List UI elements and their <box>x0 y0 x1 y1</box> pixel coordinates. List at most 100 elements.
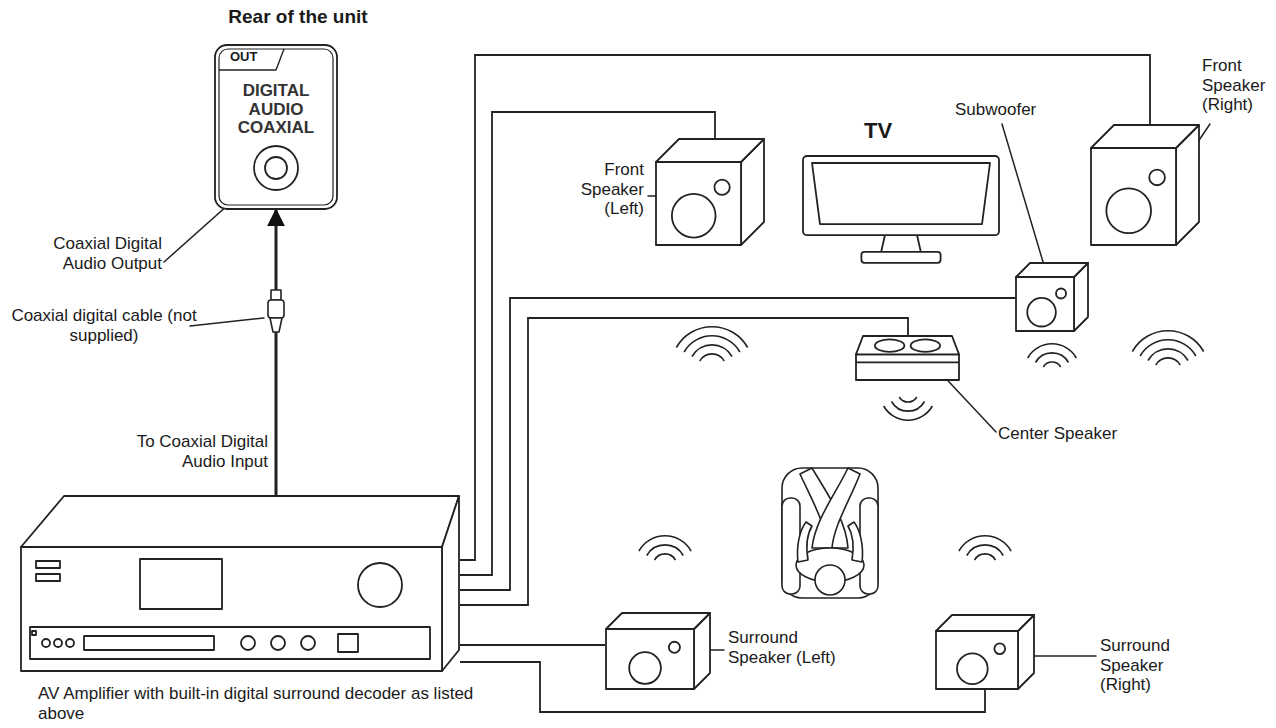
button <box>54 639 62 647</box>
tv-label: TV <box>864 118 892 143</box>
sound-wave <box>647 545 684 556</box>
panel-heading: Rear of the unit <box>196 6 400 28</box>
part-label: Coaxial Digital Audio Output <box>28 234 162 273</box>
speaker-wire <box>460 55 1150 560</box>
speaker-top <box>936 615 1034 631</box>
amp-side <box>442 496 459 671</box>
button <box>241 636 255 650</box>
button <box>301 636 315 650</box>
sound-wave <box>700 354 724 361</box>
amplifier-label: AV Amplifier with built-in digital surro… <box>38 684 488 723</box>
subwoofer: Subwoofer <box>1015 262 1089 332</box>
speaker-wire <box>460 298 1015 590</box>
sound-wave <box>692 345 732 357</box>
sound-wave <box>967 545 1004 556</box>
speaker-top <box>656 139 764 162</box>
coaxial-cable <box>275 210 278 495</box>
control-strip <box>30 627 430 659</box>
rca-plug <box>270 318 282 332</box>
driver <box>875 339 904 351</box>
output-panel: Rear of the unitOUTDIGITAL AUDIO COAXIAL <box>214 44 338 210</box>
speaker-top <box>856 336 959 354</box>
speaker-front <box>856 354 959 380</box>
input-strip <box>84 636 214 650</box>
center-speaker: Center Speaker <box>855 335 960 381</box>
sound-wave <box>655 554 676 560</box>
tweeter <box>714 180 729 195</box>
sound-wave <box>975 554 996 560</box>
surround-left-speaker: Surround Speaker (Left) <box>605 612 711 690</box>
sound-wave <box>639 536 691 551</box>
person-head <box>815 565 845 595</box>
sound-wave <box>1132 331 1203 352</box>
speaker-label: Front Speaker (Right) <box>1202 56 1272 115</box>
slot <box>36 561 60 568</box>
speaker-label: Surround Speaker (Right) <box>1100 636 1188 695</box>
speaker-edge <box>856 361 959 363</box>
speaker-top <box>1016 263 1088 277</box>
sound-wave <box>1140 340 1196 356</box>
sound-wave <box>1035 353 1068 363</box>
av-amplifier: AV Amplifier with built-in digital surro… <box>20 495 460 672</box>
slot <box>32 631 36 635</box>
armchair <box>782 468 878 598</box>
speaker-label: Front Speaker (Left) <box>566 160 644 219</box>
front-left-speaker: Front Speaker (Left) <box>655 138 765 246</box>
speaker-label: Surround Speaker (Left) <box>728 628 858 667</box>
tweeter <box>669 642 680 653</box>
sound-wave <box>1156 358 1180 365</box>
speaker-front <box>1091 148 1176 245</box>
sound-wave <box>959 536 1011 551</box>
tab-label: OUT <box>230 50 257 65</box>
speaker-top <box>606 613 710 629</box>
button <box>271 636 285 650</box>
tv: TV <box>802 155 1000 265</box>
panel-outline <box>215 45 337 209</box>
button <box>42 639 50 647</box>
sound-wave <box>1043 362 1060 367</box>
person-arm <box>848 522 863 562</box>
woofer <box>957 653 988 684</box>
part-label: Coaxial digital cable (not supplied) <box>2 306 206 345</box>
speaker-front <box>936 631 1018 689</box>
amp-top <box>21 496 459 547</box>
tweeter <box>1149 170 1165 186</box>
rca-plug <box>271 290 281 300</box>
button <box>66 639 74 647</box>
center-speaker-outline <box>855 335 960 381</box>
leader-line <box>190 318 264 326</box>
speaker-wire <box>460 318 908 605</box>
av-amplifier-outline <box>20 495 460 672</box>
sound-wave <box>899 397 916 402</box>
speaker-front <box>606 629 694 689</box>
jack-ring <box>254 146 298 190</box>
front-right-speaker-outline <box>1090 124 1200 246</box>
speaker-wire <box>460 662 985 712</box>
speaker-label: Subwoofer <box>955 100 1036 120</box>
speaker-label: Center Speaker <box>998 424 1117 444</box>
front-left-speaker-outline <box>655 138 765 246</box>
amp-front <box>21 547 442 671</box>
subwoofer-outline <box>1015 262 1089 332</box>
display <box>140 559 222 609</box>
driver <box>911 339 940 351</box>
person-arm <box>797 522 812 562</box>
tv-stand <box>881 234 921 252</box>
speaker-front <box>656 162 741 245</box>
volume-knob <box>358 563 402 607</box>
slot <box>36 574 60 581</box>
sound-wave <box>676 327 747 348</box>
woofer <box>1106 188 1151 233</box>
panel-tab <box>219 49 284 70</box>
woofer <box>1027 298 1056 327</box>
speaker-top <box>1091 125 1199 148</box>
jack-label: DIGITAL AUDIO COAXIAL <box>214 82 338 138</box>
surround-right-speaker-outline <box>935 614 1035 690</box>
sound-wave <box>684 336 740 352</box>
sound-wave <box>884 406 933 420</box>
woofer <box>629 652 661 684</box>
front-right-speaker: Front Speaker (Right) <box>1090 124 1200 246</box>
sound-wave <box>1028 344 1077 358</box>
surround-left-speaker-outline <box>605 612 711 690</box>
rca-plug <box>268 300 284 318</box>
